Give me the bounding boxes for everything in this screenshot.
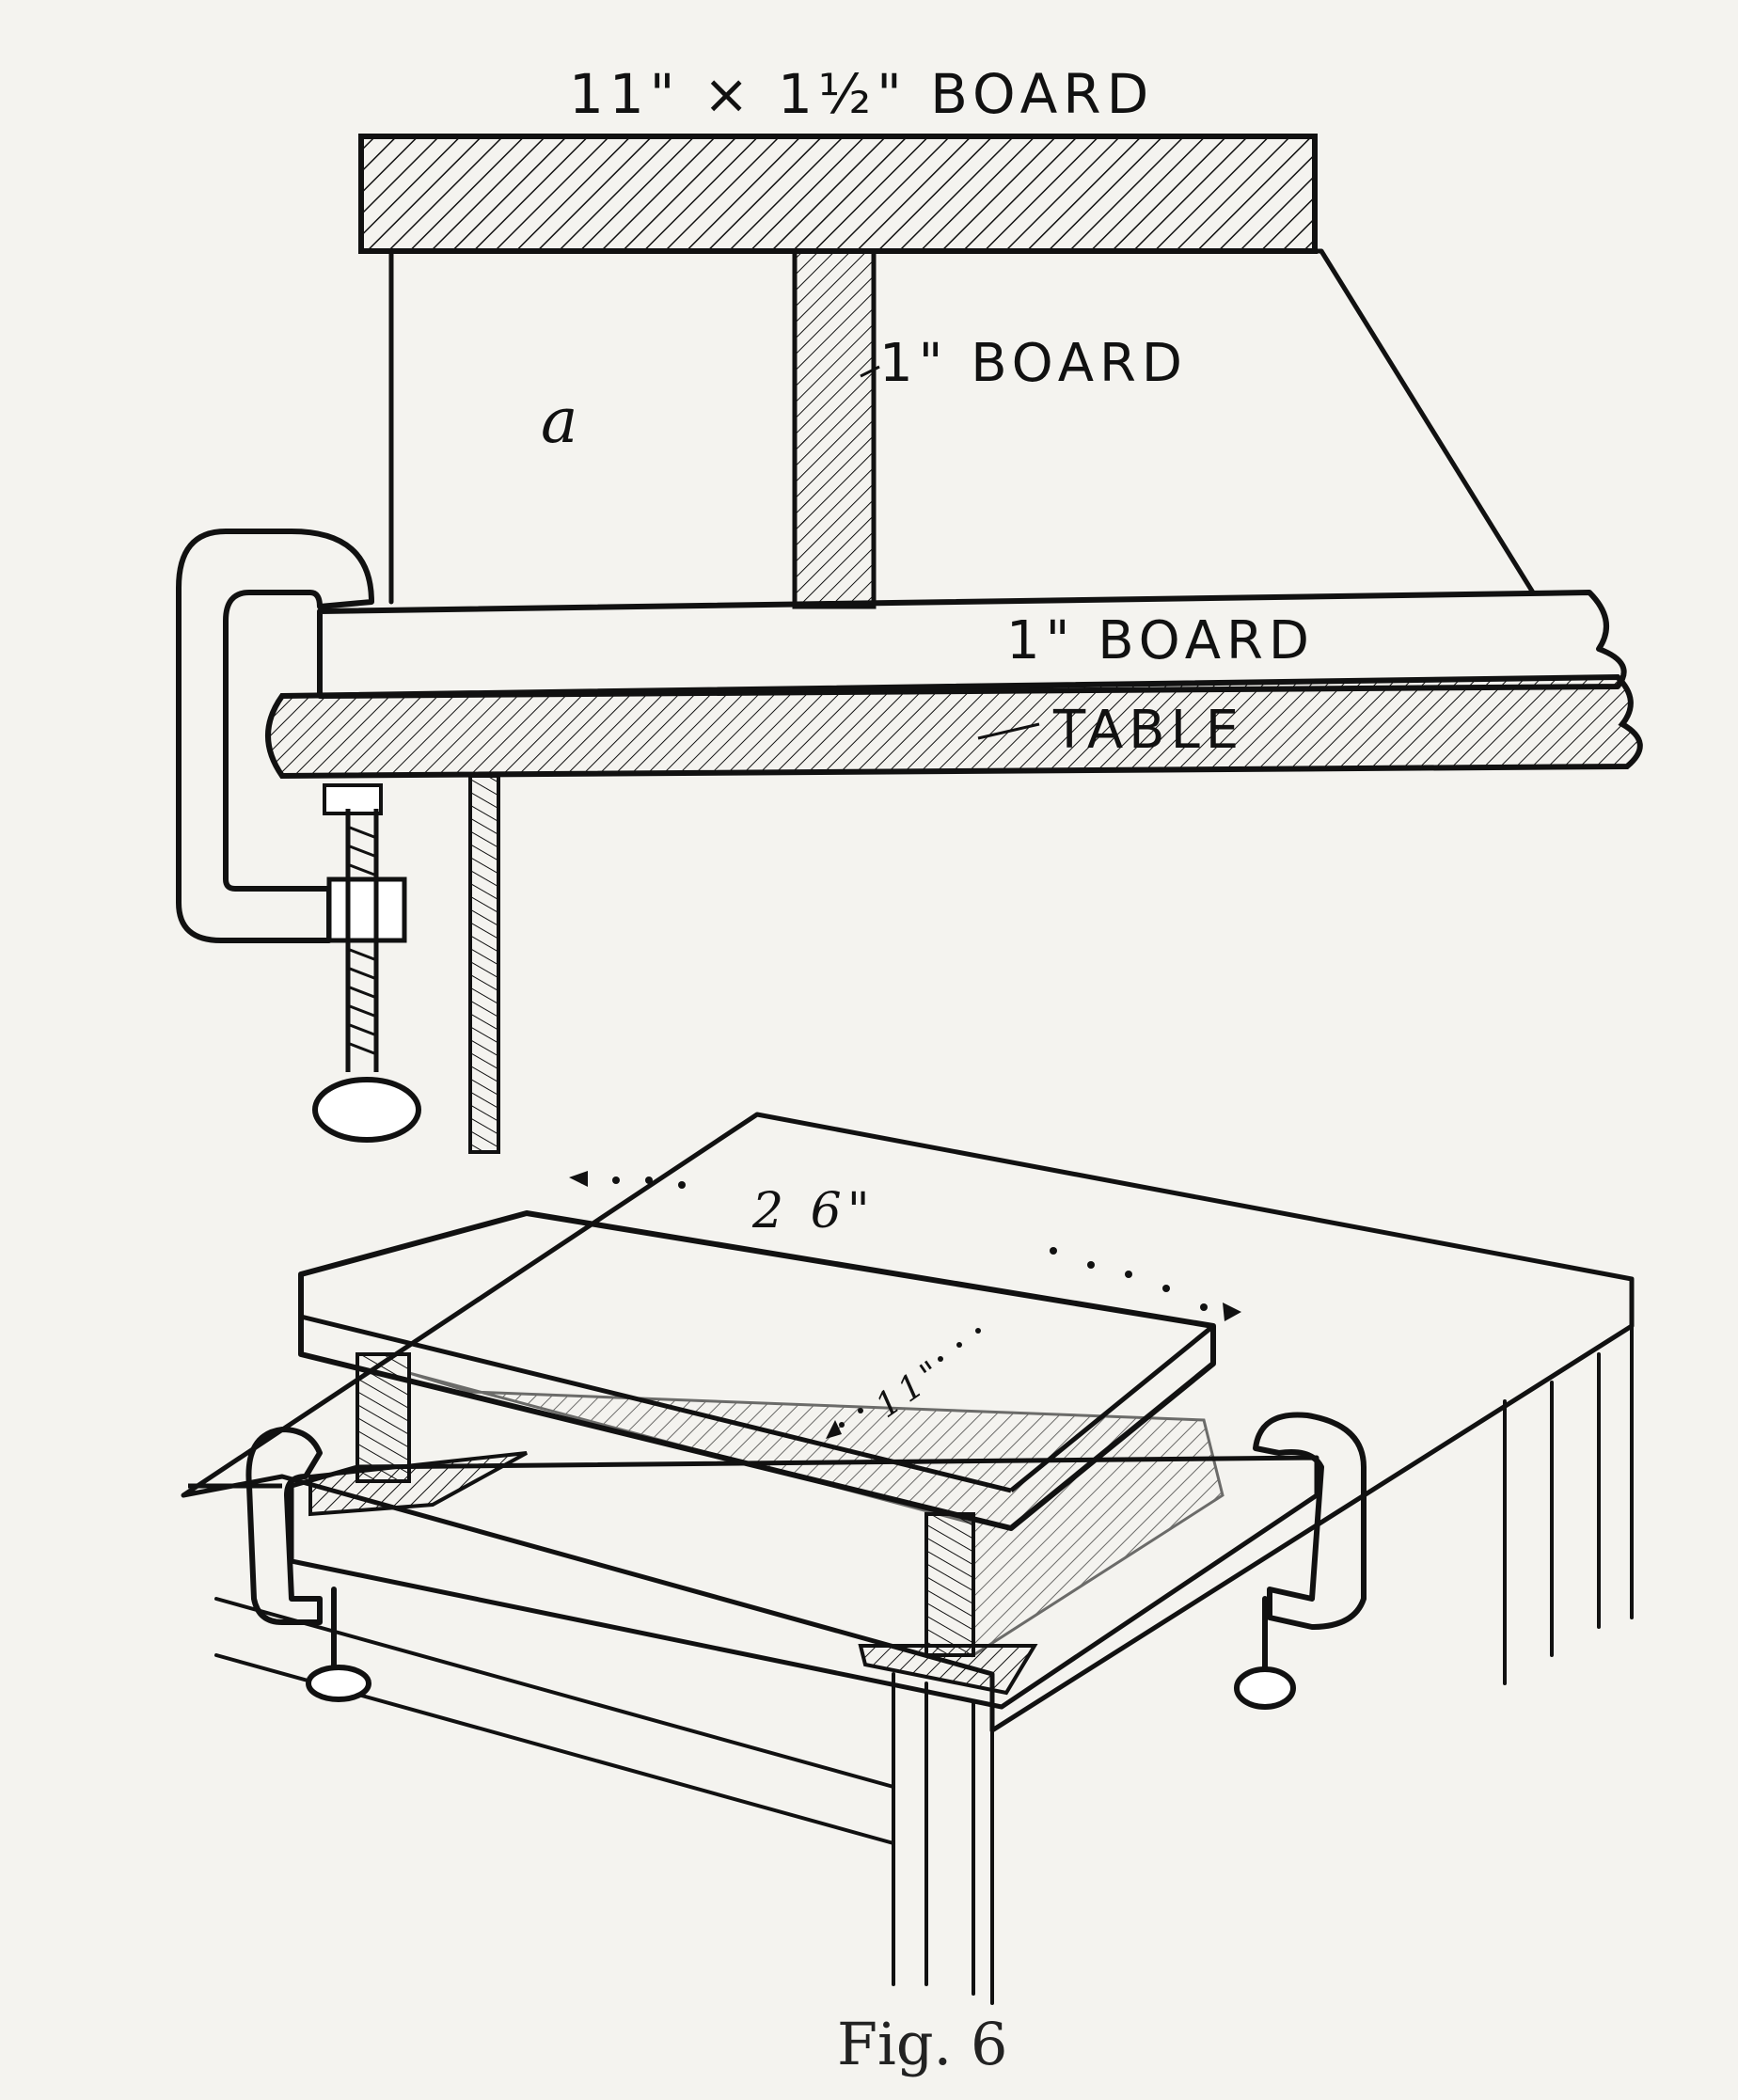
top-board — [358, 134, 1318, 254]
figure-caption: Fig. 6 — [837, 2010, 1007, 2078]
table-pointer — [977, 722, 1040, 740]
perspective-diagram: 2 6" 11" — [181, 1112, 1635, 2005]
table-leg — [468, 774, 500, 1154]
region-a-label: a — [541, 385, 583, 457]
length-dimension-label: 2 6" — [751, 1183, 876, 1239]
table-label: TABLE — [1052, 700, 1244, 761]
upright-right — [924, 1512, 975, 1657]
slanted-brace — [1319, 249, 1536, 594]
length-dimension-line — [569, 1171, 1241, 1321]
width-dimension-line — [826, 1328, 981, 1439]
table-section — [265, 673, 1643, 780]
foot-left — [308, 1451, 528, 1517]
base-board-label: 1" BOARD — [1006, 610, 1315, 671]
table-top — [181, 1112, 1635, 1733]
upright-board — [792, 248, 877, 609]
side-panel — [408, 1371, 1224, 1658]
c-clamp-large — [176, 529, 421, 1143]
foot-right — [858, 1644, 1038, 1696]
c-clamp-left — [245, 1427, 371, 1702]
upright-pointer — [860, 365, 880, 378]
upright-left — [356, 1352, 411, 1483]
cross-section-diagram: 11" × 1½" BOARD 1" BOARD a 1" BOARD TABL… — [176, 62, 1643, 1154]
upright-board-label: 1" BOARD — [879, 333, 1188, 394]
top-board-label: 11" × 1½" BOARD — [569, 62, 1154, 126]
c-clamp-right — [1234, 1412, 1367, 1710]
top-board-3d — [298, 1210, 1216, 1531]
